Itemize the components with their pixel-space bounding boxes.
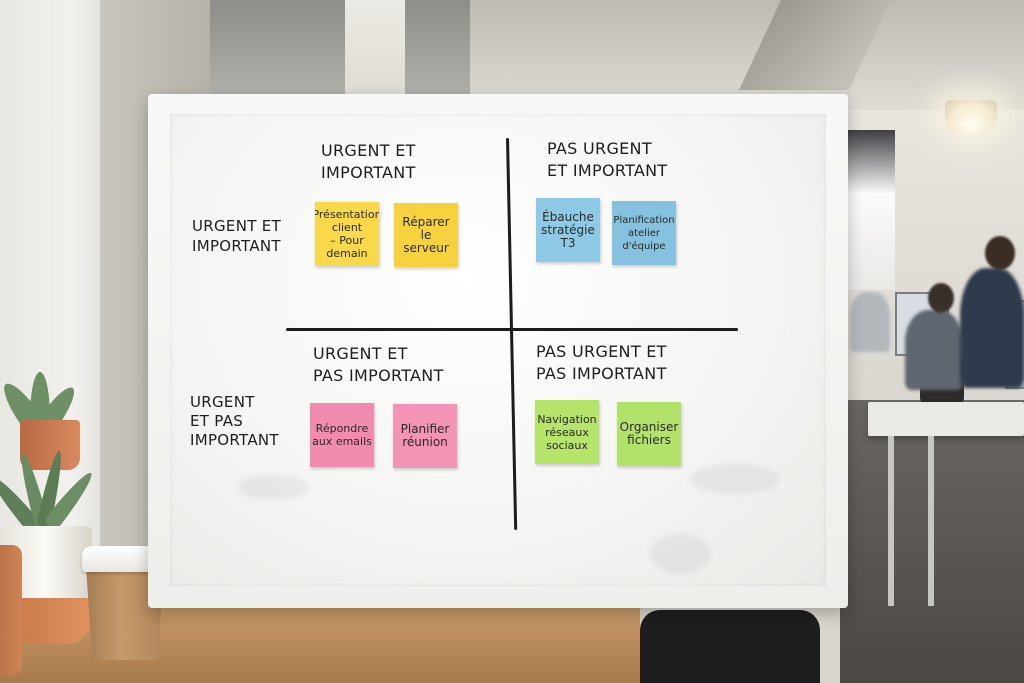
blurred-person-head	[985, 236, 1015, 270]
whiteboard-surface	[170, 114, 826, 586]
marker-smudge	[650, 534, 710, 574]
sticky-note: Organiser fichiers	[617, 402, 681, 466]
sticky-note: Planification atelier d'équipe	[612, 201, 676, 265]
pendant-lamp	[945, 100, 997, 134]
marker-smudge	[690, 464, 780, 494]
sticky-note: Navigation réseaux sociaux	[535, 400, 599, 464]
sticky-note: Réparer le serveur	[394, 203, 458, 267]
blurred-person-head	[928, 283, 954, 313]
quadrant-title: URGENT ET IMPORTANT	[321, 141, 416, 182]
marker-smudge	[238, 474, 308, 500]
office-desk	[868, 402, 1024, 436]
sticky-note: Ébauche stratégie T3	[536, 198, 600, 262]
blurred-person	[905, 310, 963, 390]
quadrant-title: URGENT ET PAS IMPORTANT	[313, 344, 444, 385]
sticky-note: Présentation client – Pour demain	[315, 202, 379, 266]
terracotta-pot	[0, 545, 22, 675]
blurred-person	[850, 292, 890, 352]
quadrant-title: PAS URGENT ET PAS IMPORTANT	[536, 342, 667, 383]
window-glass	[210, 0, 470, 110]
blurred-person	[960, 268, 1024, 388]
sticky-note: Répondre aux emails	[310, 403, 374, 467]
desk-leg	[928, 436, 934, 606]
desk-leg	[888, 436, 894, 606]
horizontal-divider	[286, 328, 738, 331]
black-bag	[640, 610, 820, 683]
row-label: URGENT ET PAS IMPORTANT	[190, 393, 279, 449]
back-window	[845, 130, 895, 290]
terracotta-pot	[20, 420, 80, 470]
sticky-note: Planifier réunion	[393, 404, 457, 468]
window-pane	[345, 0, 405, 100]
quadrant-title: PAS URGENT ET IMPORTANT	[547, 139, 668, 180]
row-label: URGENT ET IMPORTANT	[192, 217, 281, 255]
